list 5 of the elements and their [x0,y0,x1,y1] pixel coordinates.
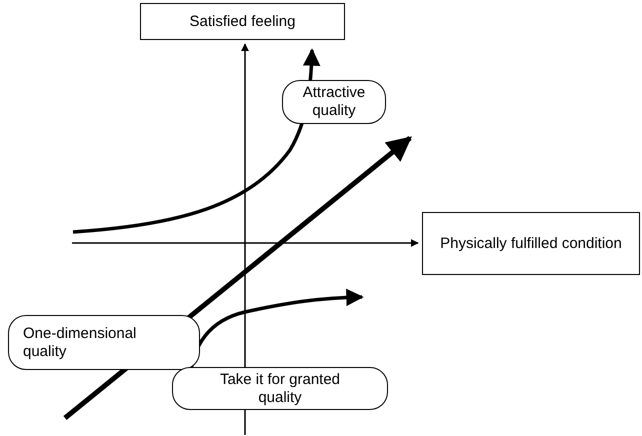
curve-label: Take it for granted quality [172,367,388,410]
curve-label: Attractive quality [282,80,386,124]
curve-label: One-dimensional quality [8,315,200,370]
axis-label-box: Physically fulfilled condition [422,212,640,275]
axis-label-box: Satisfied feeling [140,3,345,40]
